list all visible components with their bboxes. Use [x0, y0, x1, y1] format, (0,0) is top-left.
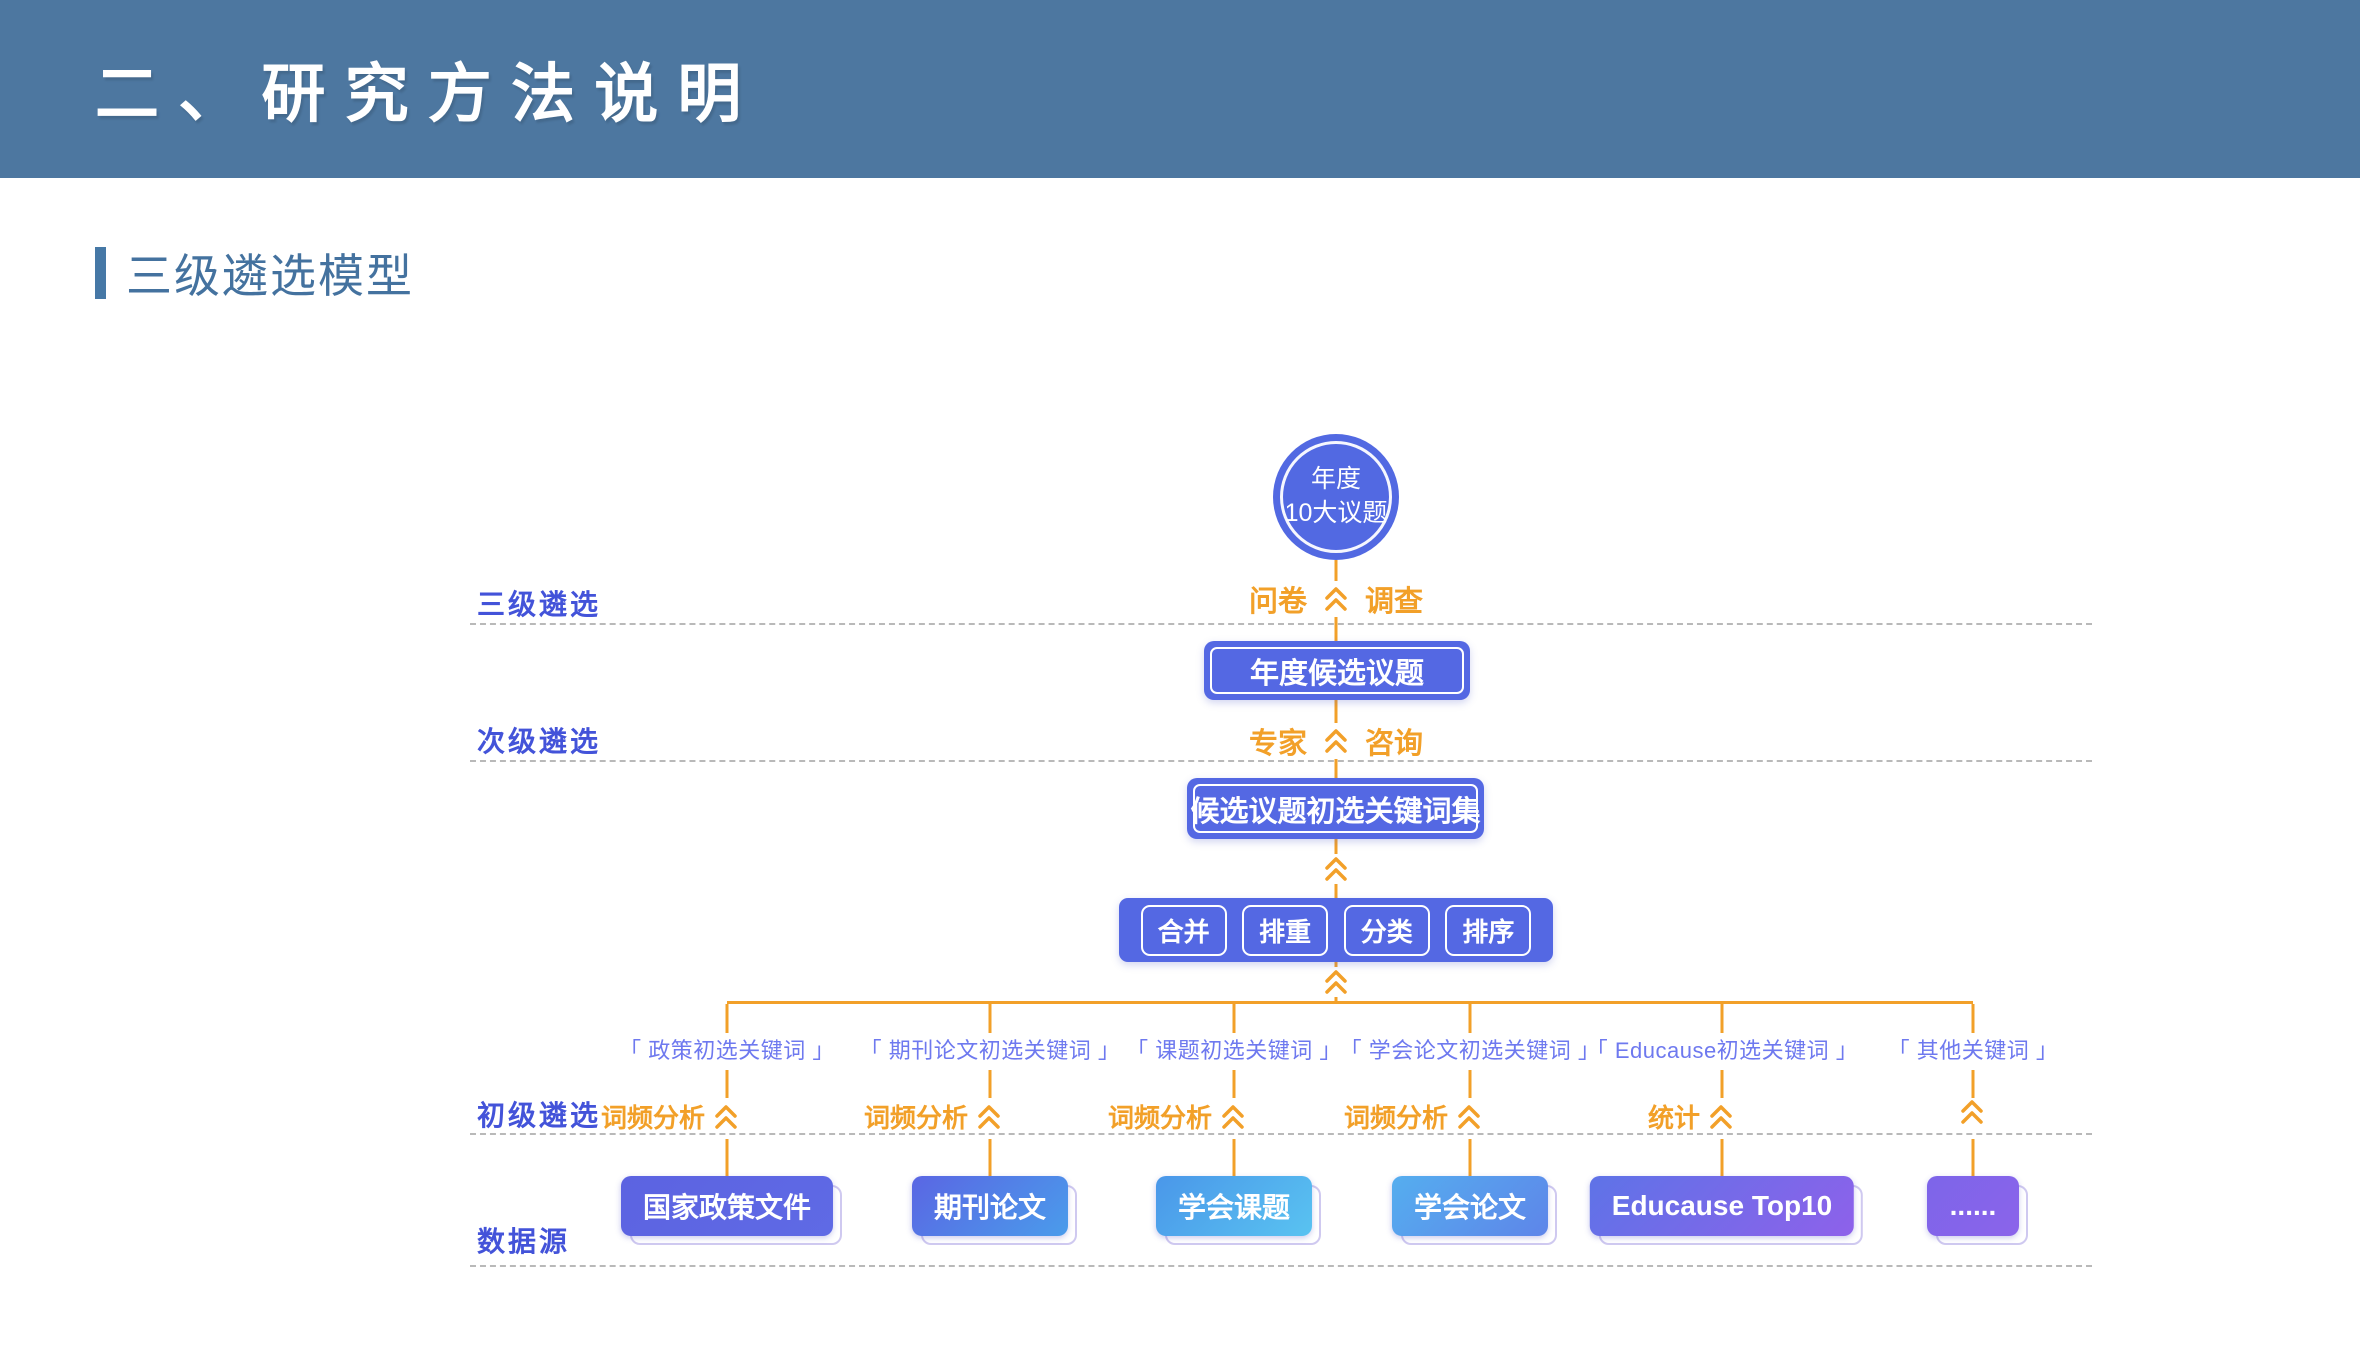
connector-line [1971, 1070, 1975, 1098]
chevron-up-icon [1708, 1103, 1734, 1131]
chevron-up-icon [1323, 727, 1349, 755]
connector-line [1232, 1004, 1236, 1033]
source-card-front: ...... [1927, 1176, 2019, 1236]
expert-label-right: 咨询 [1365, 728, 1424, 760]
root-circle-line1: 年度 [1310, 465, 1361, 494]
dashed-divider-level2 [470, 760, 2092, 762]
source-card: 学会论文 [1391, 1176, 1558, 1245]
process-step-classify: 分类 [1343, 904, 1430, 956]
root-circle-annual-top10: 年度 10大议题 [1273, 434, 1399, 560]
dashed-divider-source [470, 1265, 2092, 1267]
section-title: 三级遴选模型 [126, 250, 414, 302]
connector-line [725, 1139, 729, 1176]
analysis-label: 词频分析 [1107, 1103, 1212, 1133]
source-card: 期刊论文 [911, 1176, 1078, 1245]
chevron-up-icon [1220, 1103, 1246, 1131]
keyword-set-label: 候选议题初选关键词集 [1190, 795, 1481, 828]
analysis-label: 统计 [1647, 1103, 1700, 1133]
connector-line [1232, 1139, 1236, 1176]
chevron-up-icon [1323, 585, 1349, 613]
source-card: ...... [1927, 1176, 2028, 1245]
keyword-label: 「 课题初选关键词 」 [1126, 1038, 1342, 1063]
analysis-label-group: 词频分析 [852, 1098, 1002, 1135]
process-step-merge: 合并 [1140, 904, 1227, 956]
source-card: 学会课题 [1155, 1176, 1322, 1245]
dashed-divider-level1 [470, 1133, 2092, 1135]
candidate-topics-box: 年度候选议题 [1204, 641, 1470, 700]
chevron-up-icon [1321, 967, 1351, 997]
candidate-topics-label: 年度候选议题 [1249, 657, 1424, 690]
analysis-label-group: 词频分析 [1096, 1098, 1246, 1135]
connector-line [1720, 1004, 1724, 1033]
analysis-label-group [1835, 1098, 1985, 1126]
survey-arrow-label: 问卷 调查 [1242, 581, 1430, 618]
connector-line [1468, 1139, 1472, 1176]
analysis-label-group: 统计 [1584, 1098, 1734, 1135]
analysis-label: 词频分析 [1343, 1103, 1448, 1133]
connector-line [988, 1070, 992, 1098]
source-card-front: 学会课题 [1155, 1176, 1313, 1236]
analysis-label: 词频分析 [863, 1103, 968, 1133]
section-title-block: 三级遴选模型 [95, 240, 414, 306]
stage-label-level3: 三级遴选 [477, 589, 602, 620]
connector-line [1232, 1070, 1236, 1098]
section-marker-bar [95, 247, 106, 299]
keyword-label: 「 学会论文初选关键词 」 [1339, 1038, 1601, 1063]
chevron-up-icon [976, 1103, 1002, 1131]
chevron-up-icon [1321, 854, 1351, 884]
keyword-label: 「 期刊论文初选关键词 」 [859, 1038, 1121, 1063]
process-step-dedupe: 排重 [1242, 904, 1329, 956]
keyword-label: 「 Educause初选关键词 」 [1585, 1038, 1859, 1063]
keyword-label: 「 其他关键词 」 [1887, 1038, 2059, 1063]
process-box: 合并 排重 分类 排序 [1119, 898, 1553, 962]
source-card-front: 国家政策文件 [620, 1176, 834, 1236]
connector-line [1971, 1139, 1975, 1176]
connector-line [988, 1004, 992, 1033]
connector-line [1971, 1004, 1975, 1033]
survey-label-right: 调查 [1365, 586, 1424, 618]
connector-line [988, 1139, 992, 1176]
survey-label-left: 问卷 [1248, 586, 1307, 618]
source-card: Educause Top10 [1589, 1176, 1864, 1245]
expert-arrow-label: 专家 咨询 [1242, 723, 1430, 760]
connector-line [725, 1004, 729, 1033]
analysis-label-group: 词频分析 [589, 1098, 739, 1135]
connector-line [1720, 1139, 1724, 1176]
dashed-divider-level3 [470, 623, 2092, 625]
analysis-label: 词频分析 [600, 1103, 705, 1133]
root-circle-line2: 10大议题 [1284, 499, 1388, 527]
keyword-set-box: 候选议题初选关键词集 [1187, 778, 1484, 839]
connector-line [1468, 1070, 1472, 1098]
chevron-up-icon [1456, 1103, 1482, 1131]
source-card: 国家政策文件 [620, 1176, 843, 1245]
header-band: 二、研究方法说明 [0, 0, 2360, 178]
analysis-label-group: 词频分析 [1332, 1098, 1482, 1135]
keyword-label: 「 政策初选关键词 」 [619, 1038, 835, 1063]
chevron-up-icon [1959, 1098, 1985, 1126]
process-step-sort: 排序 [1445, 904, 1532, 956]
stage-label-source: 数据源 [477, 1226, 571, 1257]
expert-label-left: 专家 [1248, 728, 1307, 760]
branch-bus-line [727, 1001, 1973, 1004]
chevron-up-icon [713, 1103, 739, 1131]
source-card-front: 期刊论文 [911, 1176, 1069, 1236]
page-title: 二、研究方法说明 [95, 58, 761, 130]
stage-label-level1: 初级遴选 [477, 1100, 602, 1131]
source-card-front: 学会论文 [1391, 1176, 1549, 1236]
stage-label-level2: 次级遴选 [477, 726, 602, 757]
connector-line [725, 1070, 729, 1098]
source-card-front: Educause Top10 [1589, 1176, 1855, 1236]
connector-line [1468, 1004, 1472, 1033]
connector-line [1720, 1070, 1724, 1098]
